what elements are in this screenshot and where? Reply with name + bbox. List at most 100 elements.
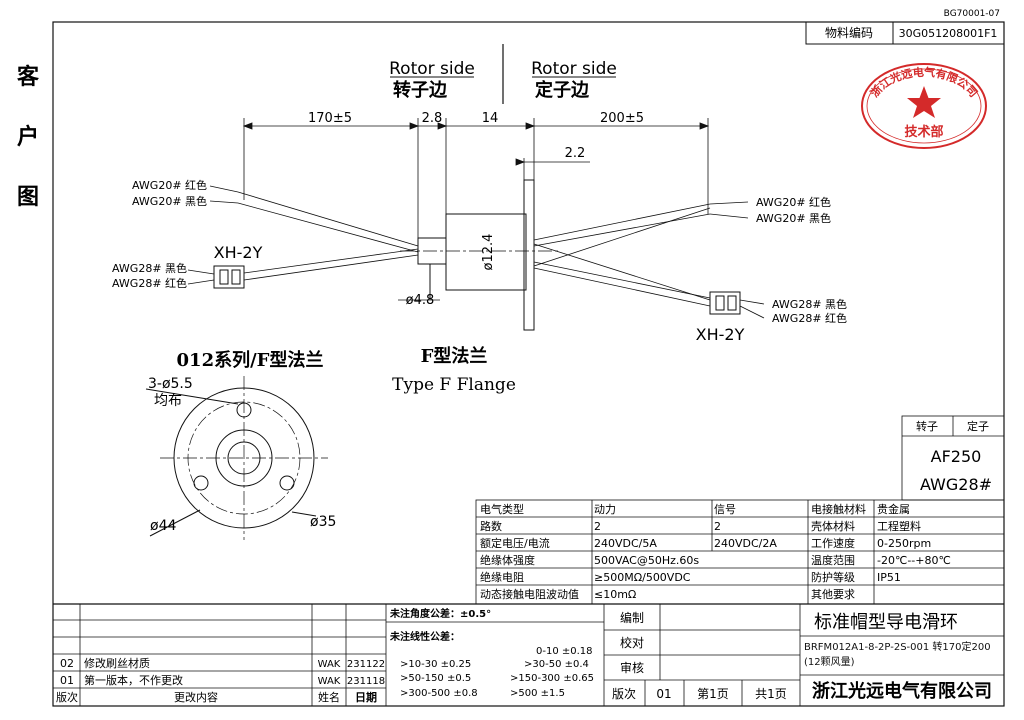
rev-1-date: 231122 <box>347 659 385 670</box>
spec-cell-r1-c4: 工程塑料 <box>877 519 921 533</box>
spec-cell-r0-c2: 信号 <box>714 503 736 516</box>
dim-dia-12-4: ø12.4 <box>481 234 496 271</box>
spec-cell-r1-c0: 路数 <box>480 520 502 533</box>
rev-head-date: 日期 <box>355 690 377 704</box>
title-version-label: 版次 <box>612 687 636 701</box>
rev-1-no: 02 <box>60 657 74 670</box>
flange-pcd: ø35 <box>310 514 336 530</box>
signoff-check: 校对 <box>620 635 644 650</box>
rev-head-content: 更改内容 <box>174 690 218 704</box>
rev-2-name: WAK <box>318 676 341 687</box>
dim-dia-4-8: ø4.8 <box>406 293 435 308</box>
tolerance-item-7: >500 ±1.5 <box>510 688 565 699</box>
signoff-approve: 审核 <box>620 660 644 675</box>
rev-1-content: 修改刷丝材质 <box>84 656 150 670</box>
spec-cell-r0-c3: 电接触材料 <box>811 502 866 516</box>
title-page: 第1页 <box>697 687 729 701</box>
title-version: 01 <box>656 687 671 701</box>
stator-wire-label-1: AWG20# 红色 <box>756 195 831 209</box>
rev-1-name: WAK <box>318 659 341 670</box>
side-label-3: 图 <box>17 185 39 210</box>
wire-spec-head-rotor: 转子 <box>916 419 938 433</box>
rev-head-name: 姓名 <box>318 690 340 704</box>
flange-type-cn: F型法兰 <box>421 345 488 367</box>
rotor-wire-label-3: AWG28# 黑色 <box>112 261 187 275</box>
stator-connector-label: XH-2Y <box>696 325 745 344</box>
spec-cell-r1-c2: 2 <box>714 520 721 533</box>
spec-cell-r2-c4: 0-250rpm <box>877 537 931 550</box>
model-number: BRFM012A1-8-2P-2S-001 转170定200 (12颗风量) <box>804 642 991 668</box>
stator-side-en: Rotor side <box>531 59 617 79</box>
stamp-dept: 技术部 <box>904 124 943 140</box>
spec-cell-r2-c0: 额定电压/电流 <box>480 536 550 550</box>
rotor-wires <box>187 185 419 285</box>
tolerance-item-2: >10-30 ±0.25 <box>400 659 471 670</box>
dim-170: 170±5 <box>308 111 352 126</box>
rotor-connector-label: XH-2Y <box>214 243 263 262</box>
rotor-wire-label-1: AWG20# 红色 <box>132 178 207 192</box>
tolerance-item-4: >50-150 ±0.5 <box>400 673 471 684</box>
spec-cell-r4-c3: 防护等级 <box>811 570 855 584</box>
rotor-side-en: Rotor side <box>389 59 475 79</box>
flange-holes: 3-ø5.5 <box>148 376 193 392</box>
company-stamp: 浙江光远电气有限公司 技术部 <box>861 63 987 149</box>
tolerance-item-1: 0-10 ±0.18 <box>536 646 593 657</box>
rotor-side-cn: 转子边 <box>393 79 448 101</box>
wire-spec-rotor: AF250 <box>931 447 982 466</box>
stator-wires <box>533 201 765 319</box>
rotor-wire-label-2: AWG20# 黑色 <box>132 194 207 208</box>
spec-cells: 电气类型 动力 信号 电接触材料贵金属路数 2 2 壳体材料 工程塑料额定电压/电流 240VD… <box>480 502 951 601</box>
tolerance-angle: 未注角度公差：±0.5° <box>389 607 491 620</box>
spec-cell-r0-c4: 贵金属 <box>877 502 910 516</box>
spec-cell-r3-c1: 500VAC@50Hz.60s <box>594 554 699 567</box>
rev-2-content: 第一版本，不作更改 <box>84 673 183 687</box>
tolerance-item-6: >300-500 ±0.8 <box>400 688 478 699</box>
spec-cell-r3-c0: 绝缘体强度 <box>480 553 535 567</box>
spec-cell-r4-c0: 绝缘电阻 <box>480 570 524 584</box>
stator-wire-label-2: AWG20# 黑色 <box>756 211 831 225</box>
title-total: 共1页 <box>755 687 787 701</box>
stator-connector <box>709 291 741 315</box>
side-label-2: 户 <box>17 124 39 150</box>
stator-side-cn: 定子边 <box>535 79 590 101</box>
stator-wire-label-4: AWG28# 红色 <box>772 311 847 325</box>
spec-cell-r5-c1: ≤10mΩ <box>594 588 636 601</box>
rotor-connector <box>213 265 245 289</box>
spec-cell-r2-c2: 240VDC/2A <box>714 537 777 550</box>
dim-200: 200±5 <box>600 111 644 126</box>
flange-holes-note: 均布 <box>154 393 182 409</box>
side-label-1: 客 <box>17 64 40 90</box>
spec-cell-r0-c0: 电气类型 <box>480 502 524 516</box>
dim-14: 14 <box>482 111 499 126</box>
tolerance-item-5: >150-300 ±0.65 <box>510 673 594 684</box>
rev-2-date: 231118 <box>347 676 385 687</box>
rev-2-no: 01 <box>60 674 74 687</box>
spec-cell-r1-c1: 2 <box>594 520 601 533</box>
product-title: 标准帽型导电滑环 <box>814 612 958 633</box>
flange-view <box>145 376 328 540</box>
doc-number: BG70001-07 <box>944 9 1000 19</box>
flange-type-en: Type F Flange <box>392 375 516 395</box>
star-icon <box>907 86 941 118</box>
spec-cell-r1-c3: 壳体材料 <box>811 519 855 533</box>
stator-wire-label-3: AWG28# 黑色 <box>772 297 847 311</box>
drawing-frame <box>52 21 1005 707</box>
dim-2-8: 2.8 <box>422 111 443 126</box>
rotor-wire-label-4: AWG28# 红色 <box>112 276 187 290</box>
material-code-box: 物料编码 30G051208001F1 <box>805 21 1005 45</box>
company-name: 浙江光远电气有限公司 <box>812 680 992 702</box>
model-wrapper: BRFM012A1-8-2P-2S-001 转170定200 (12颗风量) <box>804 642 991 668</box>
spec-cell-r2-c3: 工作速度 <box>811 536 855 550</box>
flange-series-title: 012系列/F型法兰 <box>177 349 324 371</box>
spec-cell-r3-c3: 温度范围 <box>811 553 855 567</box>
spec-cell-r2-c1: 240VDC/5A <box>594 537 657 550</box>
dimension-lines <box>242 118 710 240</box>
flange-outer-dia: ø44 <box>150 518 176 534</box>
spec-cell-r4-c1: ≥500MΩ/500VDC <box>594 571 691 584</box>
bottom-block <box>53 603 1004 706</box>
material-value: 30G051208001F1 <box>899 27 998 40</box>
spec-cell-r5-c0: 动态接触电阻波动值 <box>480 587 579 601</box>
dim-2-2: 2.2 <box>565 146 586 161</box>
spec-cell-r0-c1: 动力 <box>594 503 616 516</box>
